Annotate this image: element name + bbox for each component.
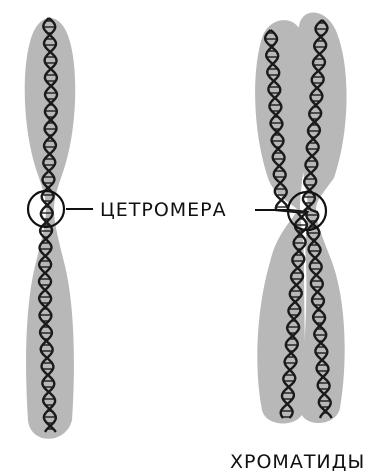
unreplicated-chromosome bbox=[25, 18, 76, 439]
chromatids-label: ХРОМАТИДЫ bbox=[230, 451, 365, 473]
replicated-chromosome bbox=[255, 13, 346, 424]
centromere-label: ЦЕТРОМЕРА bbox=[100, 199, 227, 221]
